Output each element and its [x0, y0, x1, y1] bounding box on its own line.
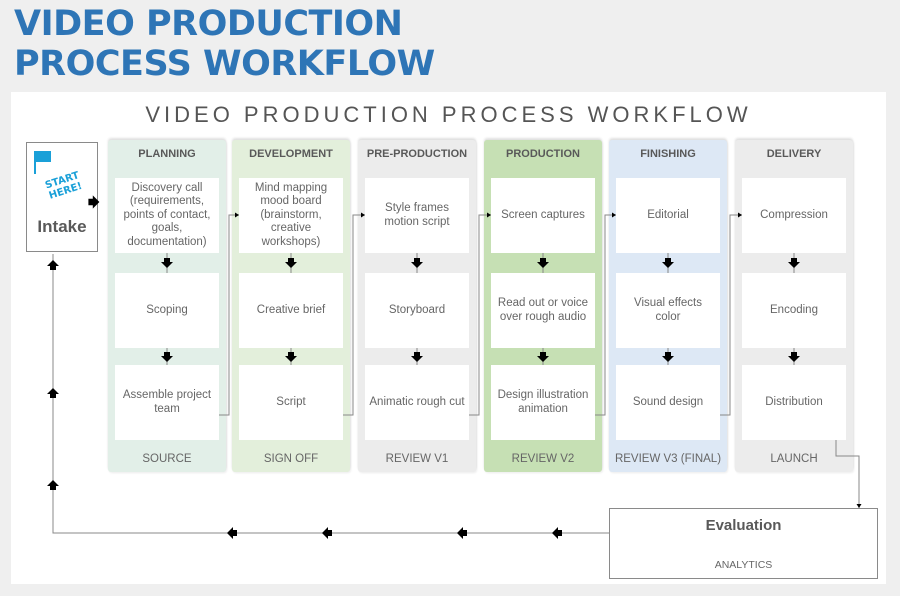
phase-milestone: REVIEW V1 [385, 453, 449, 465]
phase-column-pre-production: PRE-PRODUCTION Style frames motion script… [358, 140, 476, 472]
step-box[interactable]: Storyboard [365, 273, 469, 348]
step-box[interactable]: Visual effects color [616, 273, 720, 348]
flag-icon [34, 151, 51, 174]
step-box[interactable]: Style frames motion script [365, 178, 469, 253]
intake-box[interactable]: START HERE! Intake [26, 142, 98, 252]
phase-header: PRE-PRODUCTION [366, 148, 468, 160]
intake-label: Intake [37, 217, 87, 236]
step-box[interactable]: Creative brief [239, 273, 343, 348]
phase-milestone: REVIEW V3 (FINAL) [614, 453, 722, 465]
arrow-left-icon [227, 527, 237, 539]
phase-milestone: REVIEW V2 [511, 453, 575, 465]
phase-milestone: LAUNCH [770, 453, 818, 465]
step-box[interactable]: Scoping [115, 273, 219, 348]
arrow-up-icon [47, 260, 59, 270]
step-box[interactable]: Compression [742, 178, 846, 253]
step-box[interactable]: Design illustration animation [491, 365, 595, 440]
phase-header: DELIVERY [766, 148, 822, 160]
step-box[interactable]: Editorial [616, 178, 720, 253]
phase-header: FINISHING [640, 148, 696, 160]
phase-column-planning: PLANNING Discovery call (requirements, po… [108, 140, 226, 472]
evaluation-title: Evaluation [705, 517, 782, 534]
phase-header: DEVELOPMENT [249, 148, 333, 160]
phase-milestone: SIGN OFF [263, 453, 319, 465]
step-box[interactable]: Mind mapping mood board (brainstorm, cre… [239, 178, 343, 253]
workflow-canvas: VIDEO PRODUCTION PROCESS WORKFLOW START … [11, 92, 886, 584]
step-box[interactable]: Animatic rough cut [365, 365, 469, 440]
step-box[interactable]: Script [239, 365, 343, 440]
arrow-up-icon [47, 388, 59, 398]
diagram-title: VIDEO PRODUCTION PROCESS WORKFLOW [145, 102, 752, 127]
page-title-line-2: PROCESS WORKFLOW [14, 44, 435, 84]
evaluation-box[interactable]: Evaluation ANALYTICS [609, 508, 878, 579]
evaluation-subtitle: ANALYTICS [714, 559, 773, 571]
phase-header: PRODUCTION [506, 148, 580, 160]
step-box[interactable]: Distribution [742, 365, 846, 440]
step-box[interactable]: Sound design [616, 365, 720, 440]
step-box[interactable]: Discovery call (requirements, points of … [115, 178, 219, 253]
arrow-left-icon [322, 527, 332, 539]
step-box[interactable]: Read out or voice over rough audio [491, 273, 595, 348]
arrow-left-icon [457, 527, 467, 539]
page-title: VIDEO PRODUCTION PROCESS WORKFLOW [14, 4, 614, 84]
page-title-line-1: VIDEO PRODUCTION [14, 4, 403, 44]
arrow-up-icon [47, 480, 59, 490]
arrow-left-icon [552, 527, 562, 539]
phase-column-development: DEVELOPMENT Mind mapping mood board (brai… [232, 140, 350, 472]
step-box[interactable]: Screen captures [491, 178, 595, 253]
step-box[interactable]: Encoding [742, 273, 846, 348]
step-box[interactable]: Assemble project team [115, 365, 219, 440]
phase-header: PLANNING [138, 148, 196, 160]
phase-milestone: SOURCE [142, 453, 192, 465]
